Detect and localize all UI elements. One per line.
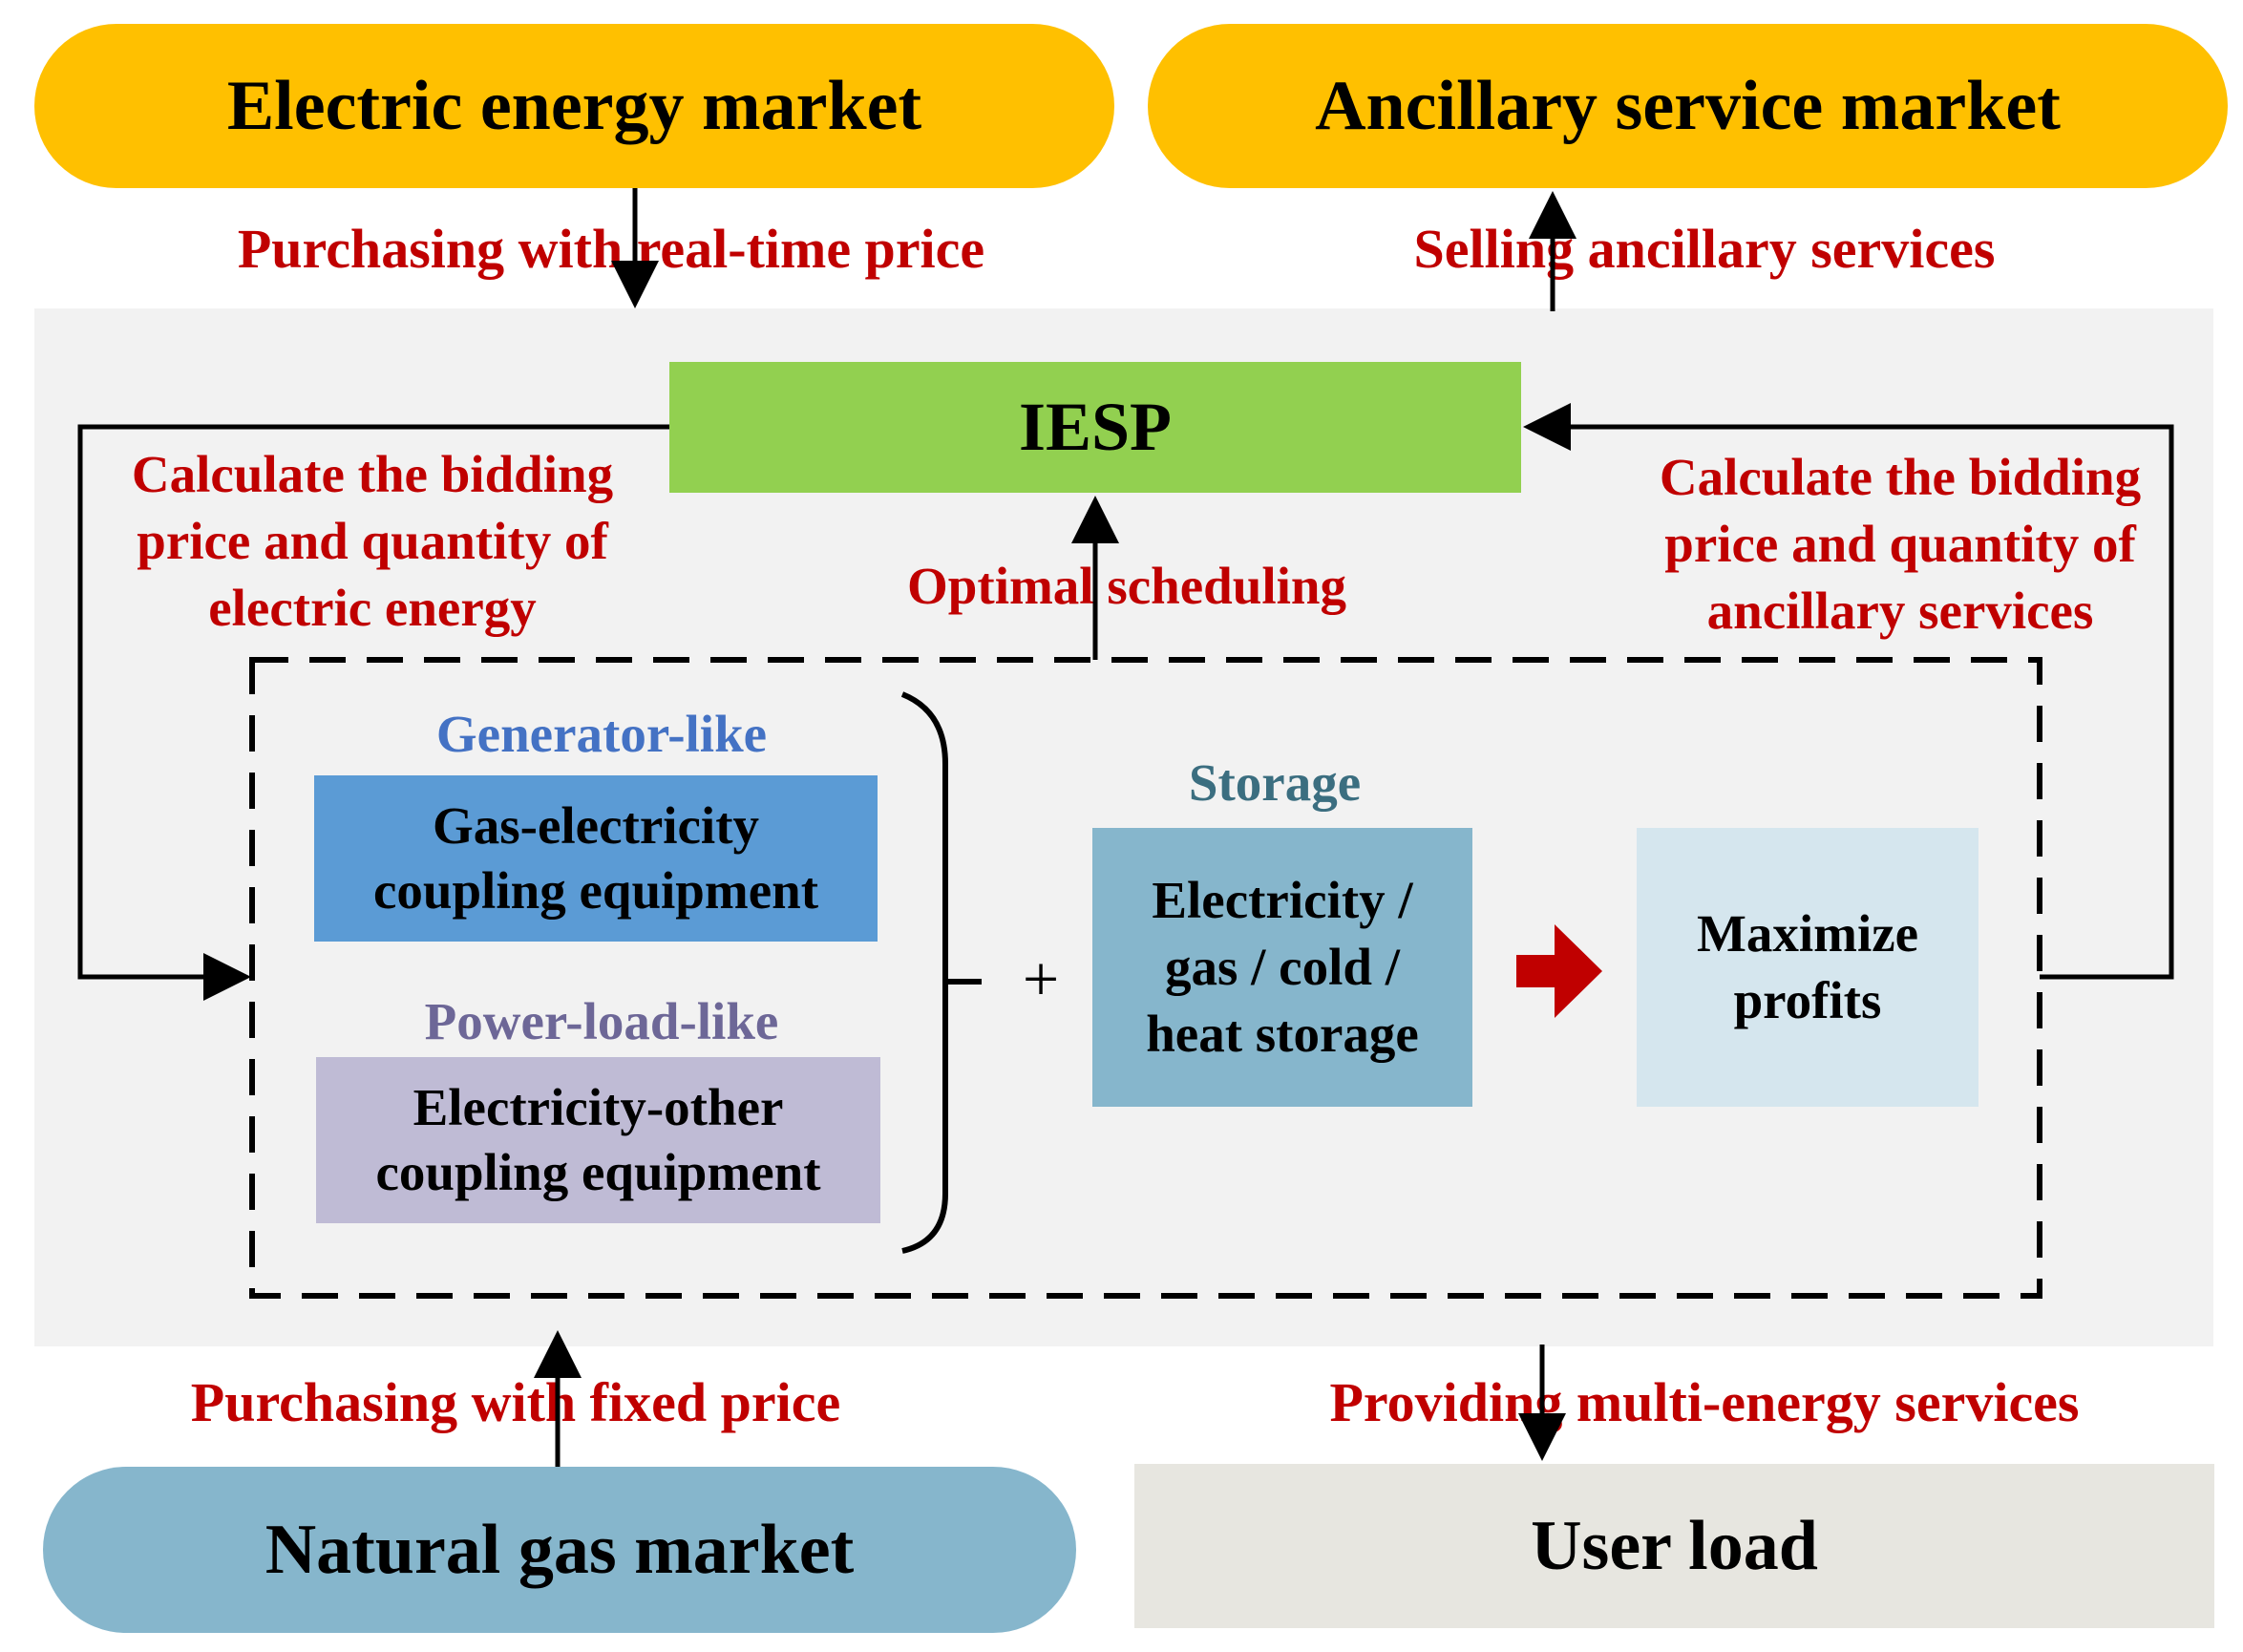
calc-ancillary-line-1: Calculate the bidding — [1659, 448, 2142, 506]
providing-multi-text: Providing multi-energy services — [1329, 1370, 2080, 1433]
storage-line-2: gas / cold / — [1165, 938, 1400, 996]
plus-sign: + — [1007, 941, 1074, 1017]
calc-ancillary-label: Calculate the bidding price and quantity… — [1604, 444, 2196, 645]
power-load-like-title: Power-load-like — [315, 989, 888, 1052]
gas-electricity-line-1: Gas-electricity — [432, 796, 760, 855]
maximize-profits-box: Maximize profits — [1637, 828, 1978, 1107]
plus-text: + — [1022, 942, 1060, 1015]
calc-electric-label: Calculate the bidding price and quantity… — [86, 441, 659, 642]
purchase-fixed-text: Purchasing with fixed price — [190, 1370, 841, 1433]
storage-box: Electricity / gas / cold / heat storage — [1092, 828, 1472, 1107]
optimal-scheduling-label: Optimal scheduling — [859, 552, 1394, 619]
calc-ancillary-line-3: ancillary services — [1706, 582, 2094, 640]
electricity-other-box: Electricity-other coupling equipment — [316, 1057, 880, 1223]
selling-ancillary-label: Selling ancillary services — [1270, 215, 2139, 282]
storage-title-text: Storage — [1188, 752, 1362, 812]
purchase-realtime-label: Purchasing with real-time price — [134, 215, 1089, 282]
electricity-other-line-1: Electricity-other — [413, 1078, 784, 1136]
calc-electric-line-2: price and quantity of — [137, 512, 608, 570]
user-load-label: User load — [1531, 1506, 1818, 1585]
gas-electricity-line-2: coupling equipment — [372, 861, 819, 920]
storage-title: Storage — [1084, 751, 1466, 814]
red-arrow-icon — [1516, 924, 1602, 1018]
generator-like-title: Generator-like — [315, 702, 888, 765]
iesp-box: IESP — [669, 362, 1521, 493]
optimal-scheduling-text: Optimal scheduling — [907, 556, 1346, 615]
ancillary-service-market-label: Ancillary service market — [1315, 66, 2061, 145]
power-load-like-text: Power-load-like — [424, 991, 779, 1050]
storage-line-1: Electricity / — [1152, 871, 1413, 929]
natural-gas-market: Natural gas market — [43, 1467, 1076, 1633]
resource-brace — [900, 691, 948, 1254]
calc-electric-line-1: Calculate the bidding — [131, 445, 614, 503]
selling-ancillary-text: Selling ancillary services — [1413, 217, 1996, 280]
maximize-line-2: profits — [1733, 971, 1882, 1029]
calc-ancillary-line-2: price and quantity of — [1664, 515, 2136, 573]
resource-frame — [249, 657, 2042, 1299]
ancillary-service-market: Ancillary service market — [1148, 24, 2228, 188]
calc-electric-line-3: electric energy — [208, 579, 537, 637]
natural-gas-market-label: Natural gas market — [265, 1510, 855, 1589]
gas-electricity-box: Gas-electricity coupling equipment — [314, 775, 878, 942]
iesp-label: IESP — [1018, 389, 1173, 465]
providing-multi-label: Providing multi-energy services — [1232, 1368, 2177, 1435]
electric-energy-market: Electric energy market — [34, 24, 1114, 188]
purchase-realtime-text: Purchasing with real-time price — [237, 217, 985, 280]
arrow-calc-ancillary — [1523, 403, 2174, 980]
user-load: User load — [1134, 1464, 2214, 1628]
maximize-line-1: Maximize — [1696, 904, 1919, 963]
electricity-other-line-2: coupling equipment — [375, 1143, 821, 1201]
purchase-fixed-label: Purchasing with fixed price — [57, 1368, 974, 1435]
arrow-calc-electric — [77, 424, 669, 1001]
storage-line-3: heat storage — [1146, 1005, 1419, 1063]
electric-energy-market-label: Electric energy market — [226, 66, 922, 145]
generator-like-text: Generator-like — [435, 704, 768, 763]
